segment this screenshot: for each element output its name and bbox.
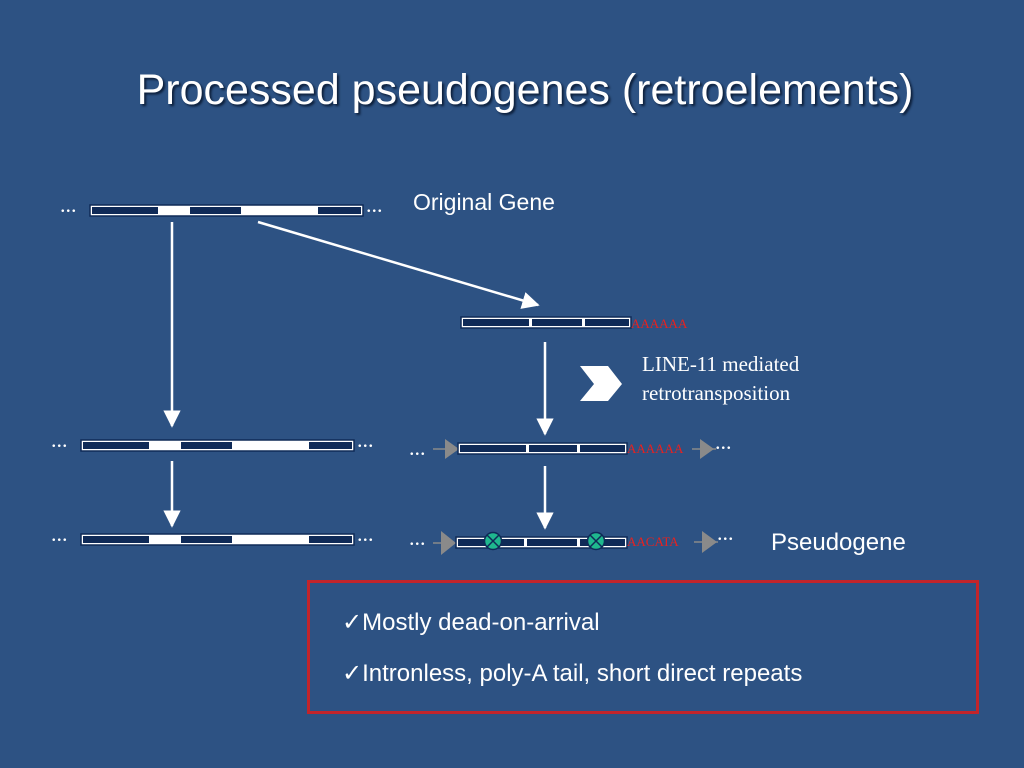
ellipsis-pseudo-right: ... — [717, 520, 734, 545]
ellipsis-right-top: ... — [366, 192, 383, 217]
mutation-x-icon — [586, 531, 606, 551]
inserted-polya-tail: AAAAAA — [627, 441, 684, 456]
triangle-repeat-icon — [445, 439, 459, 459]
gene-copy-2 — [80, 439, 355, 452]
checkmark-icon: ✓ — [342, 608, 363, 636]
ellipsis-left-top: ... — [60, 192, 77, 217]
summary-bullet: ✓Mostly dead-on-arrival — [342, 608, 600, 637]
gene-copy-3 — [80, 533, 355, 546]
exon-1 — [92, 207, 158, 214]
mrna-exon-1 — [463, 319, 529, 326]
summary-bullet: ✓Intronless, poly-A tail, short direct r… — [342, 659, 802, 688]
summary-bullet-text: Intronless, poly-A tail, short direct re… — [362, 660, 803, 687]
ellipsis-insert-right: ... — [715, 429, 732, 454]
line-mediated-label-line1: LINE-11 mediated — [642, 352, 800, 376]
triangle-repeat-icon — [700, 439, 714, 459]
pseudogene-label: Pseudogene — [771, 529, 906, 556]
pseudogene-bar — [433, 531, 718, 555]
triangle-repeat-icon — [441, 531, 456, 555]
ellipsis-left-mid: ... — [51, 427, 68, 452]
mrna-bar — [460, 316, 632, 329]
ellipsis-right-bot: ... — [357, 521, 374, 546]
inserted-retrocopy — [433, 439, 716, 459]
triangle-repeat-icon — [702, 531, 717, 553]
mrna-polya-tail: AAAAAA — [631, 316, 688, 331]
mutation-x-icon — [483, 531, 503, 551]
exon-3 — [318, 207, 361, 214]
line-mediated-label: LINE-11 mediated retrotransposition — [642, 350, 862, 408]
mrna-exon-2 — [532, 319, 582, 326]
arrow-diagonal-icon — [257, 220, 540, 309]
ellipsis-pseudo-left: ... — [409, 525, 426, 550]
ellipsis-insert-left: ... — [409, 435, 426, 460]
ellipsis-left-bot: ... — [51, 521, 68, 546]
original-gene-bar — [89, 204, 364, 217]
mrna-exon-3 — [585, 319, 629, 326]
mutated-tail: AACATA — [627, 534, 679, 549]
summary-bullet-text: Mostly dead-on-arrival — [362, 609, 600, 636]
summary-callout: ✓Mostly dead-on-arrival ✓Intronless, pol… — [307, 580, 979, 714]
line-mediated-label-line2: retrotransposition — [642, 381, 791, 405]
slide-title: Processed pseudogenes (retroelements) — [136, 66, 914, 114]
checkmark-icon: ✓ — [342, 659, 363, 687]
original-gene-label: Original Gene — [413, 189, 555, 215]
chevron-right-icon — [580, 366, 622, 401]
ellipsis-right-mid: ... — [357, 427, 374, 452]
exon-2 — [190, 207, 241, 214]
